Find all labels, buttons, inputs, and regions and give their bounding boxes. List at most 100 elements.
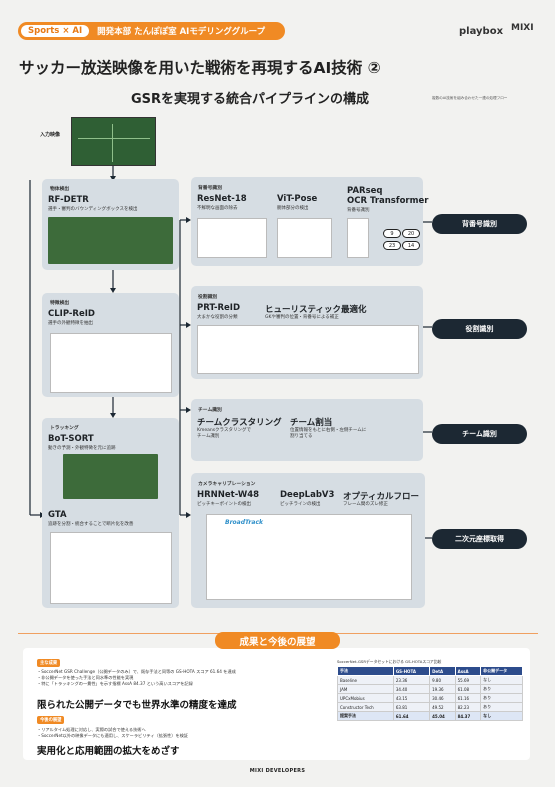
clip-reid-desc: 選手の外観特徴を抽出 (48, 321, 93, 326)
column-header: 非公開データ (480, 666, 523, 676)
jersey-number: 9 (383, 229, 401, 238)
team-assign-desc: 位置情報をもとに右側・左側チームに (290, 428, 367, 433)
bot-sort-title: BoT-SORT (48, 434, 94, 444)
output-team: チーム識別 (432, 424, 527, 444)
vitpose-figure (277, 218, 332, 258)
deeplab-desc: ピッチラインの検出 (280, 502, 321, 507)
table-cell: JAM (337, 684, 394, 694)
table-cell: 63.81 (392, 702, 431, 712)
future-bullet: ・SoccerNet以外の映像データにも適用し、スケーラビリティ（拡張性）を検証 (37, 733, 189, 738)
gta-title: GTA (48, 510, 67, 520)
table-cell: 23.36 (392, 675, 431, 685)
table-cell: なし (480, 711, 523, 721)
optical-flow-title: オプティカルフロー (343, 492, 419, 502)
clip-reid-title: CLIP-ReID (48, 309, 95, 319)
table-cell: 61.64 (392, 711, 431, 721)
team-assign-desc2: 割り当てる (290, 434, 313, 439)
page-title: サッカー放送映像を用いた戦術を再現するAI技術 ② (19, 59, 381, 77)
table-cell: 84.37 (454, 711, 482, 721)
output-role: 役割識別 (432, 319, 527, 339)
column-header: GS-HOTA (392, 666, 431, 676)
column-header: DetA (429, 666, 456, 676)
team-clustering-desc: Kmeansクラスタリングで (197, 428, 251, 433)
future-bullet: ・リアルタイム処理に対応し、実際の試合で使える技術へ (37, 727, 146, 732)
results-title: 成果と今後の展望 (215, 632, 340, 649)
table-cell: UPCxMobius (337, 693, 394, 703)
table-cell: 43.15 (392, 693, 431, 703)
detection-figure (48, 217, 173, 264)
jersey-number: 23 (383, 241, 401, 250)
calibration-tag: カメラキャリブレーション (198, 482, 256, 487)
prt-reid-desc: 大まかな役割の分類 (197, 315, 238, 320)
prt-reid-title: PRT-ReID (197, 303, 240, 313)
result-bullet: ・SoccerNet GSR Challenge（公開データのみ）で、既存手法と… (37, 669, 236, 674)
table-header-row: 手法 GS-HOTA DetA AssA 非公開データ (337, 666, 523, 676)
table-cell: 61.08 (454, 684, 482, 694)
tracking-figure (63, 454, 158, 499)
role-figure (197, 325, 419, 374)
table-cell: 9.80 (429, 675, 456, 685)
tracking-tag: トラッキング (50, 426, 79, 431)
ocr-title: OCR Transformer (347, 196, 429, 206)
result-bullet: ・特に「トラッキングの一貫性」を示す指標 AssA 84.37 という高いスコア… (37, 681, 193, 686)
badge-pill: Sports × AI (21, 25, 90, 37)
table-cell: なし (480, 675, 523, 685)
table-cell: あり (480, 702, 523, 712)
footer: MIXI DEVELOPERS (249, 768, 306, 774)
rf-detr-title: RF-DETR (48, 195, 89, 205)
jersey-number: 14 (402, 241, 420, 250)
resnet-title: ResNet-18 (197, 194, 247, 204)
team-clustering-desc2: チーム識別 (197, 434, 220, 439)
heuristic-desc: GKや審判の位置・背番号による補正 (265, 315, 339, 320)
arrow-head (186, 407, 191, 413)
input-video-thumbnail (71, 117, 156, 166)
mixi-logo: MIXI (511, 23, 534, 33)
optical-flow-desc: フレーム間のズレ修正 (343, 502, 388, 507)
arrow-head (186, 322, 191, 328)
future-headline: 実用化と応用範囲の拡大をめざす (37, 746, 180, 757)
parseq-title: PARseq (347, 186, 383, 196)
playbox-logo: playbox (459, 26, 504, 37)
arrow-head (110, 413, 116, 418)
table-cell: Baseline (337, 675, 394, 685)
column-header: AssA (454, 666, 482, 676)
resnet-figure (197, 218, 267, 258)
table-cell: あり (480, 693, 523, 703)
jersey-number: 20 (402, 229, 420, 238)
table-cell: 提案手法 (337, 711, 394, 721)
table-cell: 49.52 (429, 702, 456, 712)
main-results-tag: 主な成果 (37, 659, 61, 667)
table-cell: 82.23 (454, 702, 482, 712)
table-cell: 61.16 (454, 693, 482, 703)
jersey-tag: 背番号識別 (198, 186, 222, 191)
bot-sort-desc: 動きの予測・外観特徴を元に追跡 (48, 446, 116, 451)
heuristic-title: ヒューリスティック最適化 (265, 305, 367, 315)
result-bullet: ・非公開データを使った手法と同水準の性能を実現 (37, 675, 134, 680)
resnet-desc: 不鮮明な画面の除去 (197, 206, 238, 211)
rf-detr-desc: 選手・審判のバウンディングボックスを検出 (48, 207, 138, 212)
arrow-head (186, 217, 191, 223)
table-cell: Constructor Tech (337, 702, 394, 712)
table-caption: SoccerNet-GSRデータセットにおける GS-HOTAスコア比較 (337, 659, 442, 664)
arrow-head (110, 176, 116, 181)
output-jersey-number: 背番号識別 (432, 214, 527, 234)
input-label: 入力映像 (40, 132, 61, 138)
feature-extraction-tag: 特徴検出 (50, 301, 70, 306)
hrnet-title: HRNNet-W48 (197, 490, 260, 500)
team-clustering-title: チームクラスタリング (197, 418, 282, 428)
object-detection-tag: 物体検出 (50, 187, 70, 192)
badge-text: 開発本部 たんぽぽ室 AIモデリンググループ (97, 27, 266, 37)
gta-desc: 追跡を分割・統合することで断片化を改善 (48, 522, 134, 527)
table-cell: 30.46 (429, 693, 456, 703)
output-coordinates: 二次元座標取得 (432, 529, 527, 549)
parseq-desc: 背番号識別 (347, 208, 370, 213)
results-headline: 限られた公開データでも世界水準の精度を達成 (37, 700, 237, 711)
calibration-figure: BroadTrack (206, 514, 412, 600)
vitpose-title: ViT-Pose (277, 194, 318, 204)
table-cell: 19.36 (429, 684, 456, 694)
